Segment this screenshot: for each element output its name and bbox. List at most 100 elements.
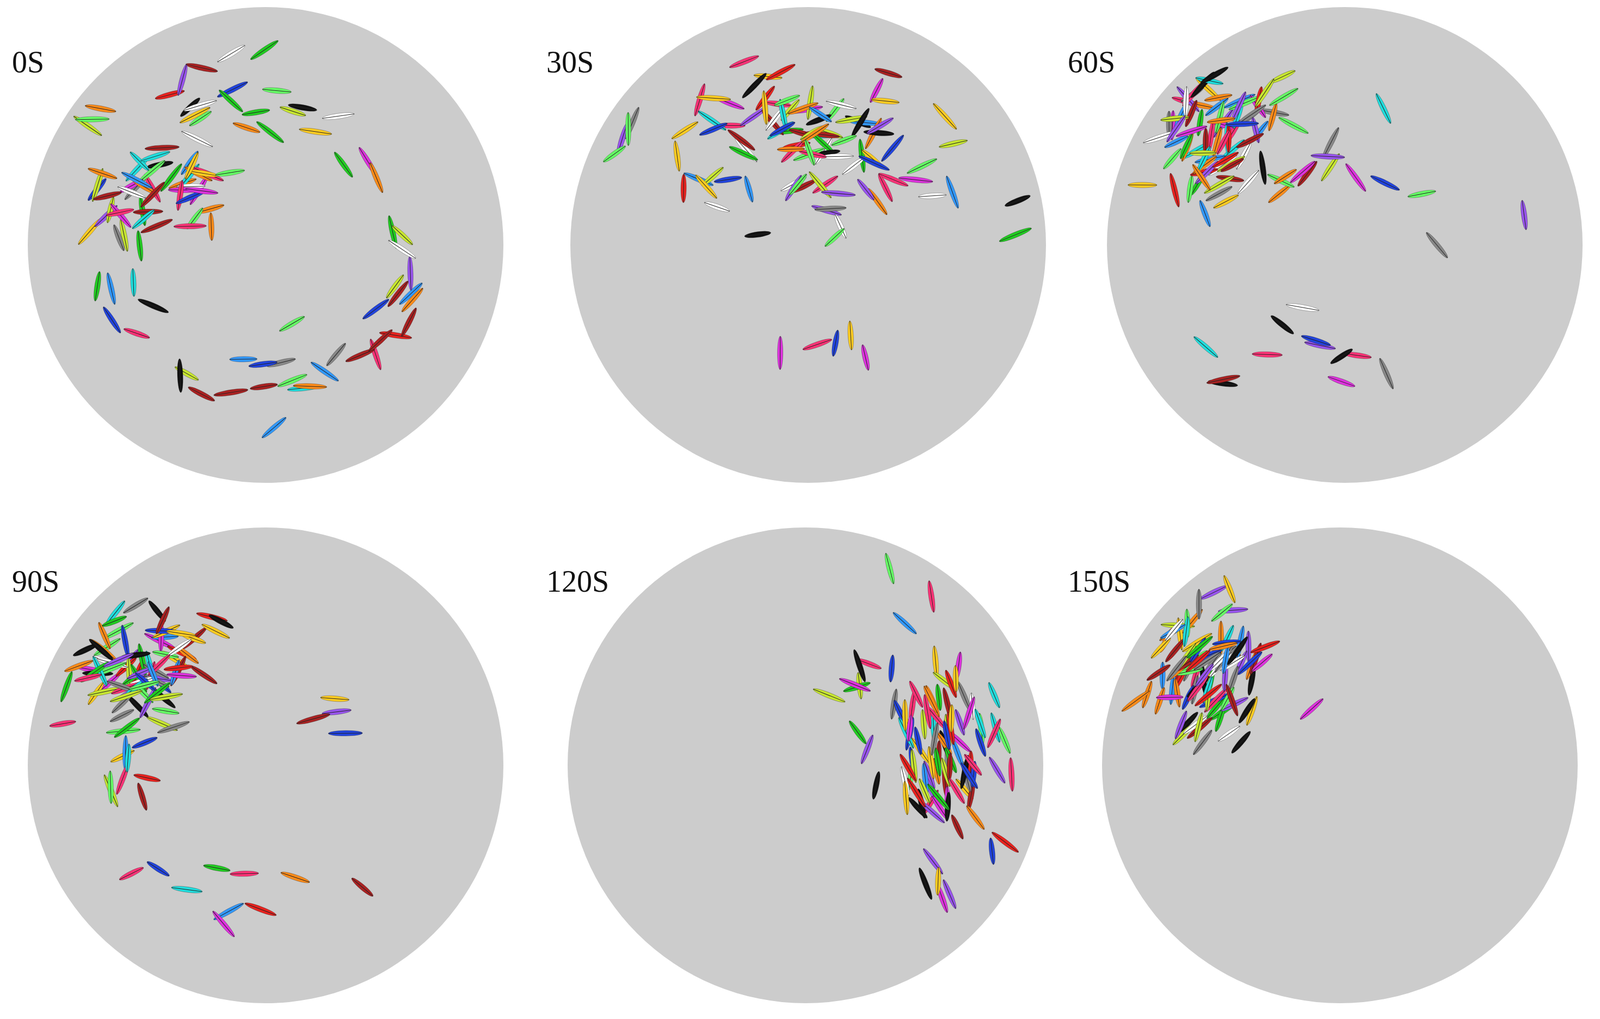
fish-axis — [774, 95, 800, 106]
fish-body — [1373, 92, 1394, 125]
fish-axis — [885, 552, 894, 584]
fish-agent — [944, 175, 962, 210]
fish-body — [92, 271, 103, 302]
fish-axis — [990, 837, 994, 865]
fish-axis — [1170, 173, 1179, 207]
fish-axis — [826, 101, 857, 109]
fish-body — [118, 864, 145, 882]
fish-axis — [949, 752, 951, 781]
fish-axis — [874, 69, 902, 78]
fish-body — [1235, 649, 1264, 677]
fish-body — [949, 813, 966, 841]
fish-axis — [814, 207, 847, 210]
fish-body — [870, 96, 900, 106]
fish-agent — [1192, 649, 1222, 673]
fish-agent — [166, 671, 198, 680]
fish-body — [185, 61, 219, 75]
fish-body — [216, 79, 249, 100]
fish-agent — [293, 383, 328, 390]
fish-axis — [368, 329, 393, 352]
fish-agent — [173, 223, 207, 230]
fish-axis — [203, 865, 231, 871]
fish-axis — [1215, 101, 1224, 134]
fish-axis — [628, 112, 629, 146]
fish-axis — [109, 770, 112, 804]
fish-axis — [126, 743, 129, 773]
fish-body — [799, 121, 830, 145]
fish-body — [1328, 346, 1355, 366]
fish-agent — [802, 336, 834, 353]
fish-body — [182, 151, 201, 181]
fish-agent — [1214, 128, 1233, 156]
fish-axis — [766, 64, 796, 80]
fish-agent — [986, 681, 1002, 710]
fish-body — [883, 552, 897, 585]
fish-agent — [63, 657, 95, 674]
fish-agent — [187, 384, 217, 404]
fish-body — [777, 146, 805, 153]
fish-agent — [1193, 681, 1224, 709]
fish-agent — [830, 133, 858, 149]
fish-axis — [320, 697, 349, 700]
fish-body — [144, 144, 180, 152]
fish-agent — [1288, 158, 1318, 185]
fish-agent — [216, 79, 249, 100]
fish-agent — [87, 637, 115, 663]
fish-agent — [1164, 654, 1189, 683]
fish-axis — [745, 175, 753, 202]
fish-axis — [288, 105, 318, 111]
fish-axis — [208, 614, 234, 629]
fish-agent — [931, 101, 959, 132]
fish-axis — [1330, 348, 1353, 363]
fish-body — [925, 782, 952, 812]
fish-agent — [799, 121, 830, 145]
fish-body — [163, 663, 194, 673]
fish-axis — [1146, 665, 1171, 681]
fish-body — [131, 734, 159, 750]
fish-body — [1192, 334, 1220, 360]
fish-agent — [386, 237, 417, 261]
fish-agent — [1343, 162, 1369, 194]
fish-agent — [1182, 86, 1190, 117]
fish-body — [188, 168, 219, 179]
fish-body — [248, 359, 278, 369]
fish-body — [165, 628, 197, 639]
fish-body — [777, 336, 783, 370]
fish-agent — [322, 111, 355, 121]
fish-agent — [938, 137, 968, 150]
fish-axis — [144, 146, 180, 149]
fish-body — [213, 386, 249, 398]
fish-body — [934, 866, 942, 896]
fish-body — [1237, 696, 1258, 725]
fish-axis — [922, 709, 925, 739]
fish-axis — [699, 123, 728, 135]
fish-axis — [907, 777, 926, 808]
fish-axis — [777, 149, 805, 150]
fish-axis — [167, 638, 192, 656]
fish-axis — [215, 170, 245, 176]
fish-agent — [92, 189, 123, 202]
fish-agent — [1252, 77, 1276, 109]
fish-agent — [1007, 757, 1015, 792]
fish-body — [998, 225, 1033, 244]
fish-axis — [1211, 604, 1233, 622]
fish-agent — [874, 66, 903, 80]
fish-body — [87, 637, 115, 663]
fish-body — [249, 381, 279, 392]
fish-body — [830, 133, 858, 149]
fish-axis — [682, 174, 685, 203]
fish-agent — [1164, 114, 1188, 144]
fish-axis — [924, 685, 938, 713]
fish-axis — [124, 328, 150, 338]
fish-body — [830, 329, 841, 357]
fish-agent — [320, 694, 350, 703]
fish-body — [1182, 86, 1190, 117]
fish-body — [185, 186, 219, 196]
fish-axis — [139, 687, 156, 718]
fish-body — [207, 612, 236, 631]
fish-body — [260, 415, 288, 440]
fish-body — [102, 650, 135, 669]
fish-axis — [951, 814, 963, 840]
fish-agent — [262, 86, 292, 95]
fish-axis — [95, 271, 100, 301]
